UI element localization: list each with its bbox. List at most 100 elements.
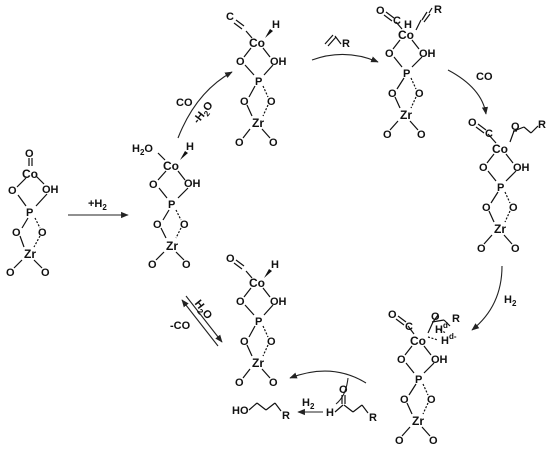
atom-p: P <box>497 182 504 194</box>
atom-o: O <box>400 394 409 406</box>
atom-oh: OH <box>513 162 530 174</box>
hydrido-d-minus: Hd- <box>441 332 457 347</box>
reaction-step-water-co-equilibrium: H2O -CO <box>170 295 223 347</box>
alkene-r: R <box>342 38 350 50</box>
atom-r: R <box>434 4 442 16</box>
atom-o: O <box>511 121 520 133</box>
atom-co: Co <box>249 36 265 50</box>
atom-r: R <box>538 119 546 131</box>
reagent-co: CO <box>476 71 493 83</box>
atom-o: O <box>153 219 162 231</box>
atom-zr: Zr <box>24 247 36 261</box>
atom-o: O <box>180 219 189 231</box>
aldehyde-r: R <box>369 412 377 424</box>
atom-p: P <box>403 68 410 80</box>
atom-o: O <box>25 148 34 160</box>
atom-o: O <box>41 267 50 279</box>
complex-start-coo: O Co O OH P O O Zr O O <box>6 148 59 279</box>
atom-o: O <box>240 336 249 348</box>
atom-oh: OH <box>42 184 59 196</box>
reagent-co: CO <box>176 97 193 109</box>
reaction-step-alkene-coordination: R <box>311 34 379 63</box>
reagent-minus-h2o: -H2O <box>191 99 217 127</box>
atom-o: O <box>269 377 278 389</box>
atom-co: Co <box>492 142 508 156</box>
atom-o: O <box>267 336 276 348</box>
atom-co: Co <box>22 167 38 181</box>
complex-carbonyl-hydride: C C H Co O OH P O O Zr O O <box>226 11 287 149</box>
atom-oh: OH <box>184 178 201 190</box>
hydrido-d: Hd <box>435 321 448 336</box>
atom-o: O <box>267 96 276 108</box>
atom-o: O <box>385 48 394 60</box>
reagent-h2: H2 <box>302 397 315 411</box>
atom-o: O <box>6 267 15 279</box>
alcohol-ho: HO <box>232 405 249 417</box>
complex-alkene-coordinated: O C H R Co O OH P O O Zr O O <box>376 4 442 141</box>
atom-o: O <box>182 259 191 271</box>
atom-o: O <box>431 311 440 323</box>
atom-co: Co <box>163 159 179 173</box>
atom-o: O <box>427 394 436 406</box>
product-aldehyde: H O R <box>326 384 377 424</box>
atom-o: O <box>509 202 518 214</box>
atom-o: O <box>240 96 249 108</box>
ligand-h2o: H2O <box>132 143 153 157</box>
atom-o: O <box>511 243 520 255</box>
atom-c: C <box>393 15 401 27</box>
reagent-h2: H2 <box>504 294 517 308</box>
atom-o: O <box>269 137 278 149</box>
atom-zr: Zr <box>252 116 264 130</box>
atom-h: H <box>271 259 279 271</box>
atom-o: O <box>236 296 245 308</box>
product-alcohol: HO R <box>232 402 290 422</box>
atom-p: P <box>26 207 33 219</box>
reaction-step-aldehyde-hydrogenation: H2 <box>297 397 323 416</box>
atom-h: H <box>404 19 412 31</box>
atom-o: O <box>388 88 397 100</box>
atom-o: O <box>482 202 491 214</box>
aldehyde-o: O <box>339 384 348 396</box>
atom-o: O <box>12 227 21 239</box>
atom-p: P <box>415 374 422 386</box>
atom-o: O <box>8 185 17 197</box>
atom-co: Co <box>410 334 426 348</box>
atom-r: R <box>452 313 460 325</box>
atom-p: P <box>168 199 175 211</box>
atom-c: C <box>226 11 234 23</box>
atom-c: C <box>405 321 413 333</box>
atom-zr: Zr <box>252 356 264 370</box>
reaction-step-co-ligand-exchange: CO -H2O <box>176 71 233 139</box>
complex-aqua-hydride: H2O H Co O OH P O O Zr O O <box>132 141 201 271</box>
atom-zr: Zr <box>412 414 424 428</box>
aldehyde-h: H <box>326 407 334 419</box>
atom-o: O <box>38 227 47 239</box>
atom-p: P <box>255 316 262 328</box>
reaction-step-aldehyde-release <box>289 370 367 405</box>
atom-o: O <box>235 377 244 389</box>
atom-o: O <box>477 243 486 255</box>
complex-acyl: O C O R Co O OH P O O Zr O O <box>468 117 546 255</box>
atom-oh: OH <box>431 354 448 366</box>
atom-o: O <box>149 179 158 191</box>
reaction-step-h2-oxidative-addition: H2 <box>471 265 517 331</box>
atom-zr: Zr <box>166 239 178 253</box>
atom-o: O <box>226 253 235 265</box>
atom-o: O <box>236 56 245 68</box>
atom-o: O <box>397 354 406 366</box>
atom-o: O <box>415 88 424 100</box>
atom-o: O <box>383 129 392 141</box>
atom-o: O <box>235 137 244 149</box>
atom-o: O <box>388 309 397 321</box>
reagent-minus-co: -CO <box>170 320 191 332</box>
atom-o: O <box>376 5 385 17</box>
reaction-step-h2-activation: +H2 <box>68 198 129 219</box>
atom-oh: OH <box>419 48 436 60</box>
atom-h: H <box>186 141 194 153</box>
atom-co: Co <box>249 276 265 290</box>
atom-oh: OH <box>270 296 287 308</box>
atom-o: O <box>479 162 488 174</box>
atom-zr: Zr <box>494 222 506 236</box>
